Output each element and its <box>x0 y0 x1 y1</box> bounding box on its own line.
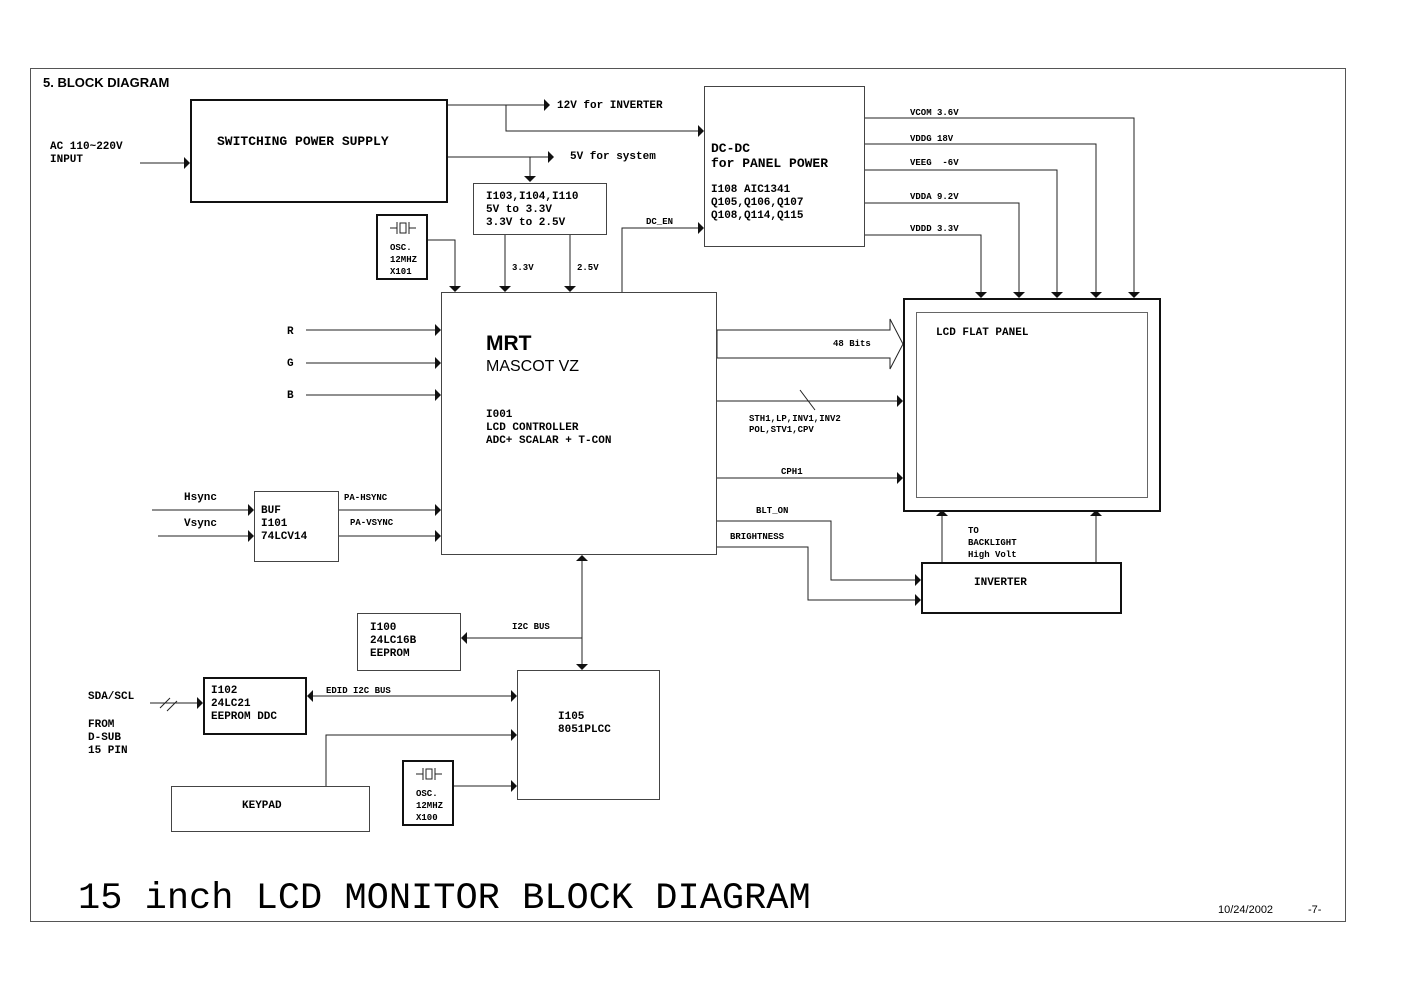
i100-eeprom-block: I100 24LC16B EEPROM <box>357 613 461 671</box>
i100-label: I100 24LC16B EEPROM <box>370 622 417 660</box>
dcdc-parts: I108 AIC1341 Q105,Q106,Q107 Q108,Q114,Q1… <box>711 184 804 222</box>
vsync-label: Vsync <box>184 518 218 530</box>
b-input-label: B <box>287 390 294 402</box>
veeg-label: VEEG -6V <box>910 158 959 168</box>
mrt-model: MASCOT VZ <box>486 358 580 375</box>
dc-dc-block: DC-DC for PANEL POWER I108 AIC1341 Q105,… <box>704 86 865 247</box>
inverter-block: INVERTER <box>921 562 1122 614</box>
edid-i2c-bus-label: EDID I2C BUS <box>326 686 391 696</box>
hsync-label: Hsync <box>184 492 218 504</box>
page-number: -7- <box>1308 904 1322 916</box>
panel-control-signals-label: STH1,LP,INV1,INV2 POL,STV1,CPV <box>749 414 841 435</box>
i105-label: I105 8051PLCC <box>558 711 611 736</box>
regulator-label: I103,I104,I110 5V to 3.3V 3.3V to 2.5V <box>486 191 579 229</box>
mrt-description: I001 LCD CONTROLLER ADC+ SCALAR + T-CON <box>486 409 612 447</box>
sda-scl-label: SDA/SCL <box>88 691 135 703</box>
lcd-panel-label: LCD FLAT PANEL <box>936 327 1029 339</box>
page-frame <box>30 68 1346 922</box>
vcom-label: VCOM 3.6V <box>910 108 959 118</box>
v33-label: 3.3V <box>512 263 534 273</box>
dcdc-title: DC-DC for PANEL POWER <box>711 141 829 171</box>
brightness-label: BRIGHTNESS <box>730 532 785 542</box>
lcd-flat-panel-block: LCD FLAT PANEL <box>903 298 1161 512</box>
oscillator-x101-block: OSC. 12MHZ X101 <box>376 214 428 280</box>
crystal-icon <box>390 222 416 234</box>
blt-on-label: BLT_ON <box>756 506 789 516</box>
keypad-block: KEYPAD <box>171 786 370 832</box>
osc1-label: OSC. 12MHZ X101 <box>390 243 418 277</box>
buffer-label: BUF I101 74LCV14 <box>261 505 308 543</box>
cph1-label: CPH1 <box>781 467 803 477</box>
regulator-block: I103,I104,I110 5V to 3.3V 3.3V to 2.5V <box>473 183 607 235</box>
dsub-source-label: FROM D-SUB 15 PIN <box>88 719 128 757</box>
g-input-label: G <box>287 358 294 370</box>
v25-label: 2.5V <box>577 263 599 273</box>
dc-en-label: DC_EN <box>646 217 674 227</box>
vddd-label: VDDD 3.3V <box>910 224 959 234</box>
i105-microcontroller-block: I105 8051PLCC <box>517 670 660 800</box>
footer-date: 10/24/2002 <box>1218 904 1274 916</box>
v12-inverter-label: 12V for INVERTER <box>557 100 663 112</box>
inverter-label: INVERTER <box>974 577 1027 589</box>
ac-input-label: AC 110~220V INPUT <box>50 141 123 166</box>
bits48-label: 48 Bits <box>833 339 871 349</box>
v5-system-label: 5V for system <box>570 151 656 163</box>
r-input-label: R <box>287 326 294 338</box>
mrt-name: MRT <box>486 332 532 355</box>
crystal-icon <box>416 768 442 780</box>
lcd-screen-area <box>916 312 1148 498</box>
vddg-label: VDDG 18V <box>910 134 954 144</box>
page-header: 5. BLOCK DIAGRAM <box>43 75 170 90</box>
mrt-controller-block: MRT MASCOT VZ I001 LCD CONTROLLER ADC+ S… <box>441 292 717 555</box>
to-backlight-label: TO BACKLIGHT High Volt <box>968 526 1017 560</box>
diagram-title: 15 inch LCD MONITOR BLOCK DIAGRAM <box>78 878 811 920</box>
pa-vsync-label: PA-VSYNC <box>350 518 394 528</box>
smps-label: SWITCHING POWER SUPPLY <box>217 134 389 149</box>
osc2-label: OSC. 12MHZ X100 <box>416 789 444 823</box>
i102-eeprom-ddc-block: I102 24LC21 EEPROM DDC <box>203 677 307 735</box>
switching-power-supply-block: SWITCHING POWER SUPPLY <box>190 99 448 203</box>
keypad-label: KEYPAD <box>242 800 282 812</box>
vdda-label: VDDA 9.2V <box>910 192 959 202</box>
oscillator-x100-block: OSC. 12MHZ X100 <box>402 760 454 826</box>
pa-hsync-label: PA-HSYNC <box>344 493 388 503</box>
buffer-block: BUF I101 74LCV14 <box>254 491 339 562</box>
i2c-bus-label: I2C BUS <box>512 622 550 632</box>
i102-label: I102 24LC21 EEPROM DDC <box>211 685 278 723</box>
